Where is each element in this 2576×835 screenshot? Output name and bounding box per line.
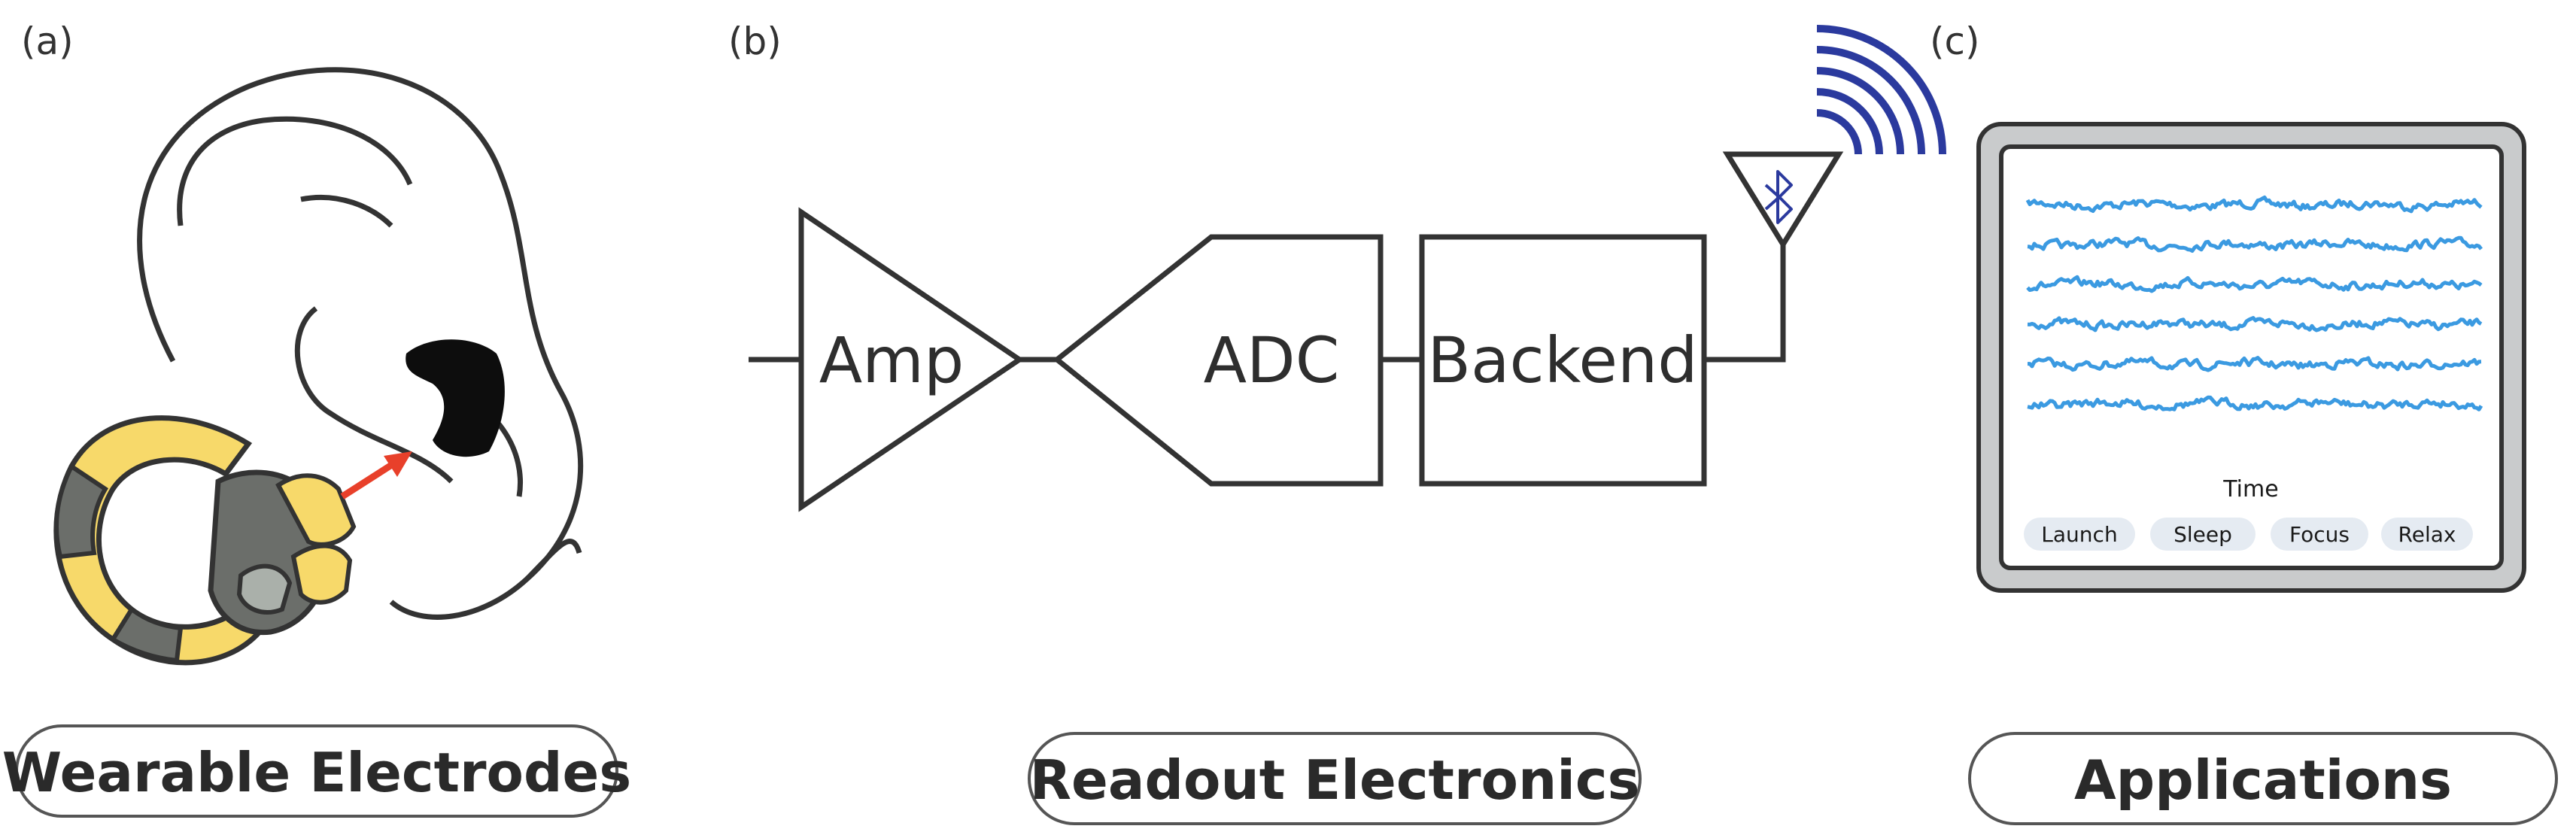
app-button-sleep-label[interactable]: Sleep	[2174, 522, 2232, 547]
electrode-pad-lower	[290, 543, 353, 605]
ear-illustration	[137, 67, 584, 620]
app-button-launch[interactable]: Launch	[2024, 518, 2135, 551]
backend-label: Backend	[1427, 323, 1697, 397]
app-button-sleep[interactable]: Sleep	[2150, 518, 2256, 551]
caption-wearable-electrodes: Wearable Electrodes	[2, 741, 631, 804]
app-button-focus[interactable]: Focus	[2271, 518, 2368, 551]
eeg-signal-traces	[2025, 195, 2483, 411]
eeg-trace-1	[2025, 195, 2483, 214]
app-button-launch-bg[interactable]	[2024, 518, 2135, 551]
amp-block	[798, 207, 1025, 512]
electrode-ring-gray-segment	[54, 463, 109, 560]
caption-pill-c: Applications	[1968, 732, 2558, 825]
electrode-ring-gray-segment-lower	[109, 606, 184, 663]
app-button-sleep-bg[interactable]	[2150, 518, 2256, 551]
caption-readout-electronics: Readout Electronics	[1030, 748, 1640, 812]
eeg-trace-3	[2026, 275, 2483, 293]
app-button-relax[interactable]: Relax	[2381, 518, 2473, 551]
app-button-launch-label[interactable]: Launch	[2041, 522, 2117, 547]
caption-pill-a: Wearable Electrodes	[2, 724, 631, 818]
wifi-signal-icon	[1816, 25, 1946, 155]
ear-concha-curve	[294, 306, 454, 484]
ear-helix-curve	[177, 116, 413, 226]
eeg-trace-6	[2027, 395, 2483, 411]
antenna-icon	[1722, 151, 1844, 250]
wifi-arc-2	[1816, 88, 1883, 155]
eeg-trace-4	[2027, 316, 2483, 332]
electrode-ring-yellow	[53, 415, 263, 666]
time-axis-label: Time	[2222, 476, 2278, 503]
bluetooth-icon	[1764, 170, 1793, 224]
insertion-arrow-shaft	[340, 457, 401, 499]
wifi-arc-1	[1816, 109, 1862, 155]
backend-antenna-wire	[1704, 244, 1786, 363]
electrode-contact	[236, 563, 293, 615]
caption-pill-b: Readout Electronics	[1028, 732, 1642, 825]
tablet-screen	[1999, 144, 2504, 570]
tablet-device: Time Launch Sleep Focus Relax	[1976, 122, 2526, 593]
eeg-trace-5	[2028, 356, 2482, 372]
ear-canal	[406, 339, 505, 457]
ear-outer-outline	[137, 67, 584, 620]
insertion-arrow-head	[384, 451, 412, 477]
app-button-focus-label[interactable]: Focus	[2289, 522, 2350, 547]
wifi-arc-4	[1816, 46, 1925, 155]
electrode-earpiece	[53, 415, 412, 666]
app-button-relax-label[interactable]: Relax	[2398, 522, 2456, 547]
amp-label: Amp	[819, 323, 964, 397]
ear-lobe-tip	[524, 539, 582, 581]
caption-pill-b-outline	[1028, 732, 1642, 825]
ear-antihelix-curve	[300, 194, 393, 228]
adc-label: ADC	[1204, 323, 1340, 397]
eeg-trace-2	[2027, 235, 2483, 253]
readout-chain: Amp ADC Backend	[749, 25, 1946, 512]
caption-applications: Applications	[2074, 748, 2452, 812]
wifi-arc-5	[1816, 25, 1946, 155]
caption-pill-c-outline	[1968, 732, 2558, 825]
wifi-arc-3	[1816, 67, 1904, 155]
panel-b-label: (b)	[728, 20, 782, 63]
panel-a-label: (a)	[21, 20, 74, 63]
panel-c-label: (c)	[1930, 20, 1980, 63]
caption-pill-a-outline	[15, 724, 618, 818]
app-button-focus-bg[interactable]	[2271, 518, 2368, 551]
app-button-relax-bg[interactable]	[2381, 518, 2473, 551]
